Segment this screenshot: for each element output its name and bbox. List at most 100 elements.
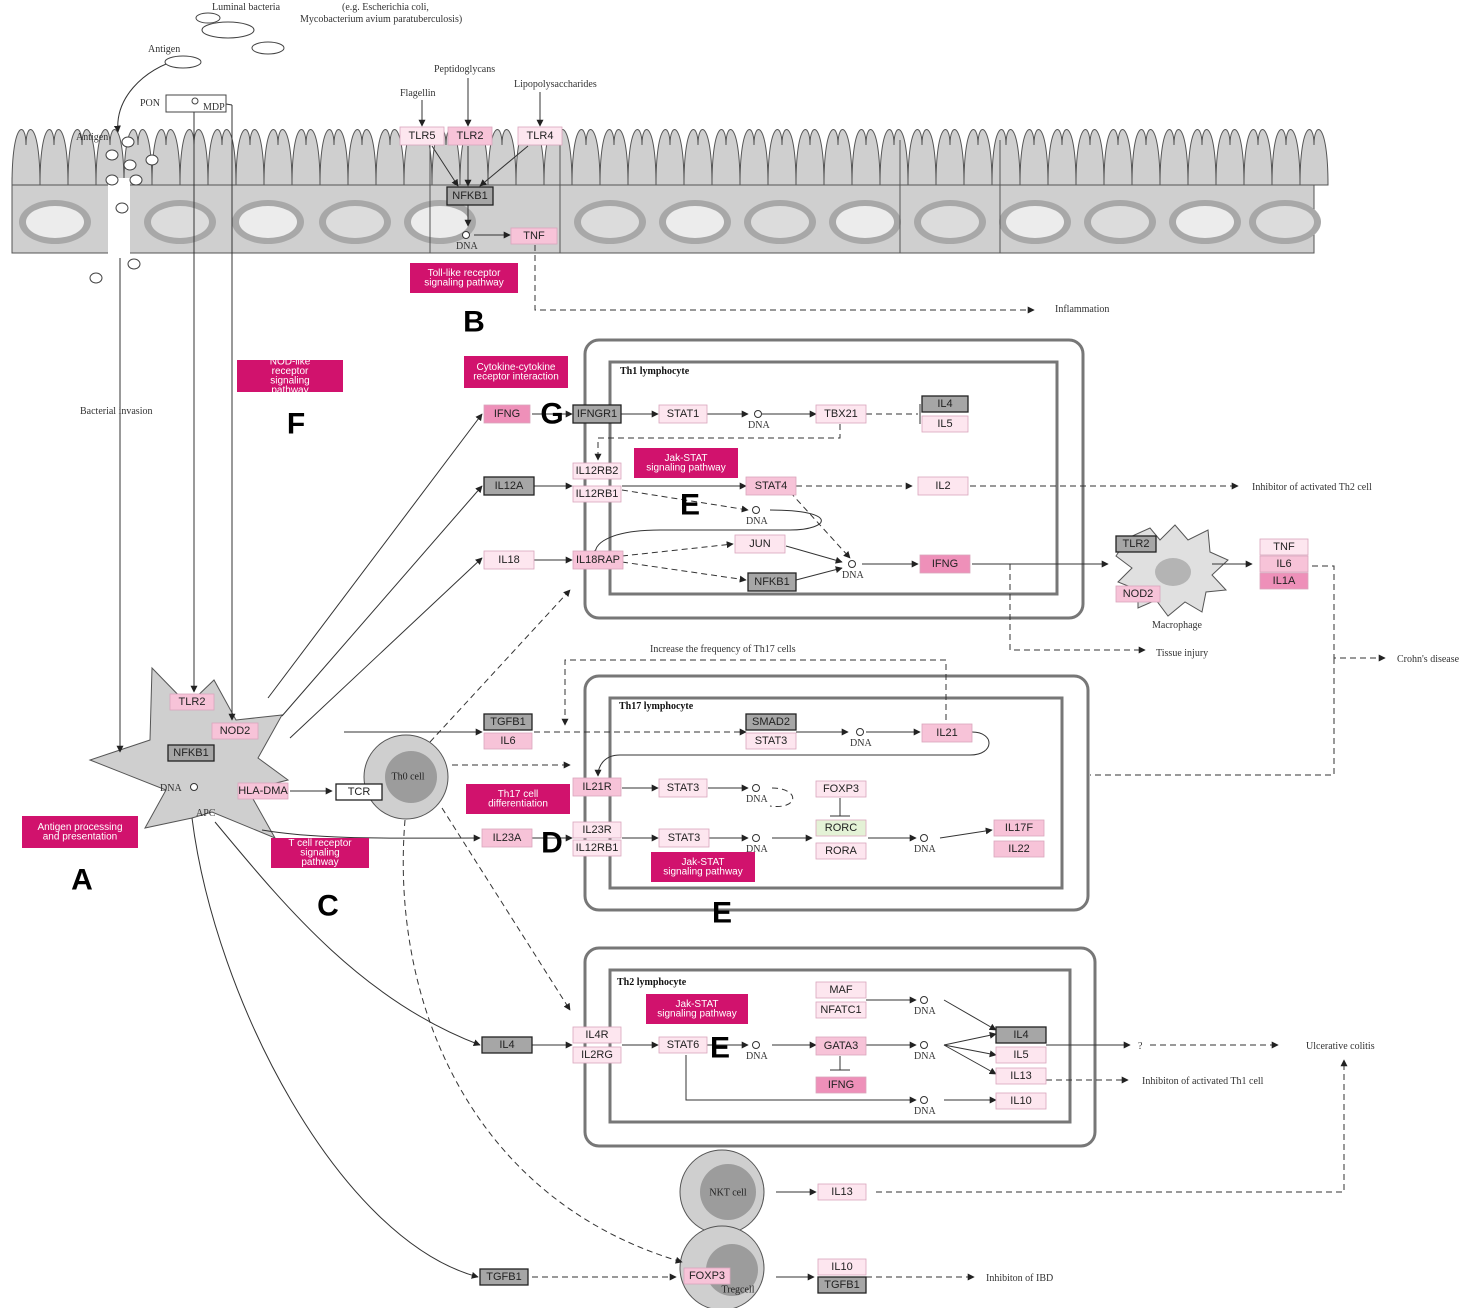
pathway-box[interactable]: [634, 448, 738, 478]
gene-il12rb1[interactable]: IL12RB1: [572, 839, 622, 857]
gene-box[interactable]: [993, 819, 1045, 837]
gene-il2rg[interactable]: IL2RG: [572, 1046, 622, 1064]
gene-maf[interactable]: MAF: [815, 981, 867, 999]
pathway-box[interactable]: [22, 816, 138, 848]
gene-box[interactable]: [745, 713, 797, 731]
gene-tbx21[interactable]: TBX21: [815, 404, 867, 424]
gene-hla-dma[interactable]: HLA-DMA: [237, 782, 289, 800]
gene-box[interactable]: [446, 186, 494, 206]
gene-box[interactable]: [572, 839, 622, 857]
gene-il5[interactable]: IL5: [995, 1046, 1047, 1064]
gene-il18[interactable]: IL18: [483, 550, 535, 570]
gene-box[interactable]: [745, 476, 797, 496]
gene-box[interactable]: [237, 782, 289, 800]
gene-tgfb1[interactable]: TGFB1: [483, 713, 533, 731]
gene-il1a[interactable]: IL1A: [1259, 572, 1309, 590]
gene-box[interactable]: [683, 1267, 731, 1285]
pathway-box[interactable]: [651, 852, 755, 882]
gene-box[interactable]: [399, 126, 445, 146]
gene-box[interactable]: [995, 1092, 1047, 1110]
gene-il17f[interactable]: IL17F: [993, 819, 1045, 837]
gene-box[interactable]: [815, 1036, 867, 1056]
gene-il12rb2[interactable]: IL12RB2: [572, 462, 622, 480]
gene-stat6[interactable]: STAT6: [658, 1036, 708, 1054]
gene-box[interactable]: [481, 1036, 533, 1054]
gene-box[interactable]: [817, 1258, 867, 1276]
gene-box[interactable]: [921, 395, 969, 413]
gene-box[interactable]: [745, 732, 797, 750]
gene-tnf[interactable]: TNF: [510, 227, 558, 245]
pathway-box[interactable]: [646, 994, 748, 1024]
gene-nod2[interactable]: NOD2: [211, 722, 259, 740]
gene-tcr[interactable]: TCR: [335, 783, 383, 801]
gene-tgfb1[interactable]: TGFB1: [479, 1268, 529, 1286]
gene-tlr2[interactable]: TLR2: [1115, 535, 1157, 553]
pathway-box[interactable]: [466, 784, 570, 814]
gene-box[interactable]: [572, 550, 624, 570]
gene-il23r[interactable]: IL23R: [572, 821, 622, 839]
gene-ifngr1[interactable]: IFNGR1: [572, 404, 622, 424]
pathway-box[interactable]: [237, 360, 343, 392]
gene-il12rb1[interactable]: IL12RB1: [572, 485, 622, 503]
gene-box[interactable]: [658, 404, 708, 424]
gene-box[interactable]: [815, 842, 867, 860]
gene-il6[interactable]: IL6: [1259, 555, 1309, 573]
gene-tlr2[interactable]: TLR2: [447, 126, 493, 146]
gene-nod2[interactable]: NOD2: [1115, 585, 1161, 603]
gene-box[interactable]: [483, 713, 533, 731]
gene-box[interactable]: [815, 404, 867, 424]
gene-stat3[interactable]: STAT3: [658, 778, 708, 798]
gene-box[interactable]: [1115, 585, 1161, 603]
gene-il12a[interactable]: IL12A: [483, 476, 535, 496]
gene-il21r[interactable]: IL21R: [572, 777, 622, 797]
gene-il13[interactable]: IL13: [995, 1067, 1047, 1085]
gene-box[interactable]: [921, 415, 969, 433]
gene-il22[interactable]: IL22: [993, 840, 1045, 858]
gene-box[interactable]: [815, 780, 867, 798]
gene-stat3[interactable]: STAT3: [658, 828, 710, 848]
gene-il2[interactable]: IL2: [917, 476, 969, 496]
gene-gata3[interactable]: GATA3: [815, 1036, 867, 1056]
pathway-box[interactable]: [410, 263, 518, 293]
gene-box[interactable]: [658, 828, 710, 848]
gene-box[interactable]: [747, 572, 797, 592]
gene-box[interactable]: [483, 404, 531, 424]
gene-il18rap[interactable]: IL18RAP: [572, 550, 624, 570]
gene-box[interactable]: [517, 126, 563, 146]
gene-il10[interactable]: IL10: [995, 1092, 1047, 1110]
gene-nfkb1[interactable]: NFKB1: [747, 572, 797, 592]
gene-box[interactable]: [479, 1268, 529, 1286]
gene-box[interactable]: [815, 1076, 867, 1094]
gene-rora[interactable]: RORA: [815, 842, 867, 860]
gene-box[interactable]: [658, 778, 708, 798]
gene-box[interactable]: [169, 693, 215, 711]
gene-rorc[interactable]: RORC: [815, 819, 867, 837]
gene-nfatc1[interactable]: NFATC1: [815, 1001, 867, 1019]
gene-box[interactable]: [572, 404, 622, 424]
gene-nfkb1[interactable]: NFKB1: [167, 744, 215, 762]
gene-il21[interactable]: IL21: [921, 723, 973, 743]
gene-box[interactable]: [734, 534, 786, 554]
gene-box[interactable]: [1259, 538, 1309, 556]
gene-ifng[interactable]: IFNG: [483, 404, 531, 424]
gene-il4[interactable]: IL4: [921, 395, 969, 413]
gene-stat3[interactable]: STAT3: [745, 732, 797, 750]
gene-box[interactable]: [483, 550, 535, 570]
gene-box[interactable]: [817, 1276, 867, 1294]
gene-tlr2[interactable]: TLR2: [169, 693, 215, 711]
gene-box[interactable]: [995, 1046, 1047, 1064]
gene-tgfb1[interactable]: TGFB1: [817, 1276, 867, 1294]
gene-box[interactable]: [993, 840, 1045, 858]
gene-box[interactable]: [658, 1036, 708, 1054]
gene-tnf[interactable]: TNF: [1259, 538, 1309, 556]
pathway-box[interactable]: [271, 838, 369, 868]
gene-stat4[interactable]: STAT4: [745, 476, 797, 496]
gene-il5[interactable]: IL5: [921, 415, 969, 433]
gene-box[interactable]: [483, 732, 533, 750]
gene-foxp3[interactable]: FOXP3: [815, 780, 867, 798]
gene-box[interactable]: [1259, 555, 1309, 573]
gene-box[interactable]: [995, 1026, 1047, 1044]
